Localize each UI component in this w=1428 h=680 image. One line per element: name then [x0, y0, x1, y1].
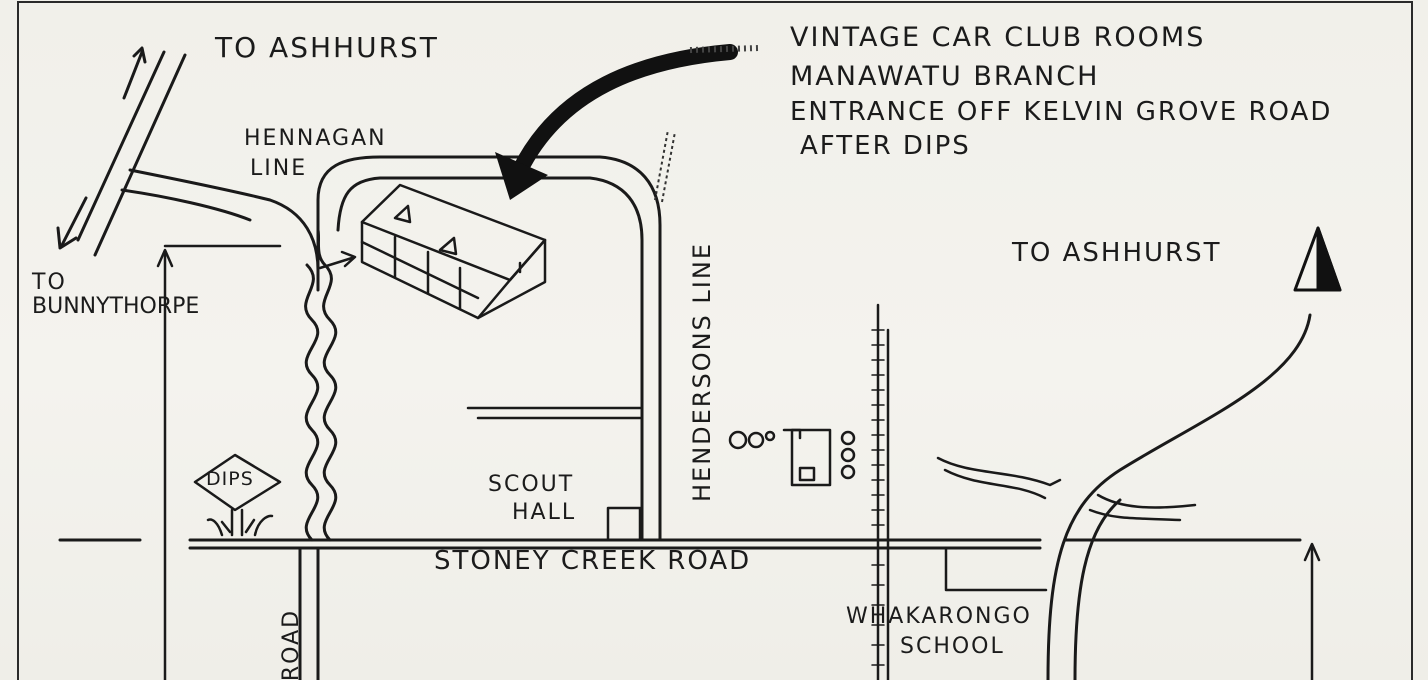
hendersons-line-label: HENDERSONS LINE	[688, 242, 716, 502]
road-label: ROAD	[279, 608, 305, 680]
whakarongo-school-label-2: SCHOOL	[900, 634, 1005, 659]
left-vertical-road	[156, 244, 282, 680]
scout-hall-box	[606, 506, 642, 542]
ticked-vertical-road	[871, 303, 890, 680]
scout-hall-label-2: HALL	[512, 500, 577, 525]
dashed-spur	[654, 129, 676, 203]
stream	[936, 456, 1197, 522]
right-curved-road	[1046, 313, 1312, 680]
whakarongo-school-label-1: WHAKARONGO	[846, 604, 1032, 629]
to-ashhurst-right-label: TO ASHHURST	[1012, 238, 1222, 268]
loop-road	[316, 155, 662, 542]
school-outline	[944, 546, 1048, 592]
north-arrow-right-icon	[1293, 226, 1342, 292]
farm-buildings	[728, 428, 856, 487]
north-arrow-icon	[122, 46, 147, 100]
hennagan-line-road	[120, 168, 320, 272]
curved-arrow-icon	[495, 44, 761, 200]
club-rooms-line-3: ENTRANCE OFF KELVIN GROVE ROAD	[790, 97, 1333, 127]
to-ashhurst-top-label: TO ASHHURST	[215, 31, 439, 64]
club-rooms-building	[360, 183, 547, 320]
diagonal-road-left	[76, 50, 187, 257]
hennagan-line-label-1: HENNAGAN	[244, 126, 387, 151]
dips-sign-icon	[193, 453, 282, 537]
dips-sign-label: DIPS	[206, 468, 254, 490]
road-south	[298, 546, 320, 680]
stoney-creek-road-label: STONEY CREEK ROAD	[434, 546, 752, 576]
club-rooms-line-4: AFTER DIPS	[800, 131, 971, 161]
to-bunnythorpe-label-1: TO	[32, 270, 67, 295]
to-bunnythorpe-label-2: BUNNYTHORPE	[32, 294, 200, 319]
pointer-arrow-icon	[318, 250, 357, 270]
scout-hall-label-1: SCOUT	[488, 472, 575, 497]
hennagan-line-label-2: LINE	[250, 156, 308, 181]
side-lane	[466, 406, 642, 420]
wavy-driveway	[304, 228, 338, 542]
club-rooms-line-1: VINTAGE CAR CLUB ROOMS	[790, 22, 1206, 53]
map-border	[17, 1, 1413, 680]
southwest-arrow-icon	[56, 196, 88, 250]
right-vertical-road	[1303, 542, 1321, 680]
club-rooms-line-2: MANAWATU BRANCH	[790, 61, 1100, 92]
